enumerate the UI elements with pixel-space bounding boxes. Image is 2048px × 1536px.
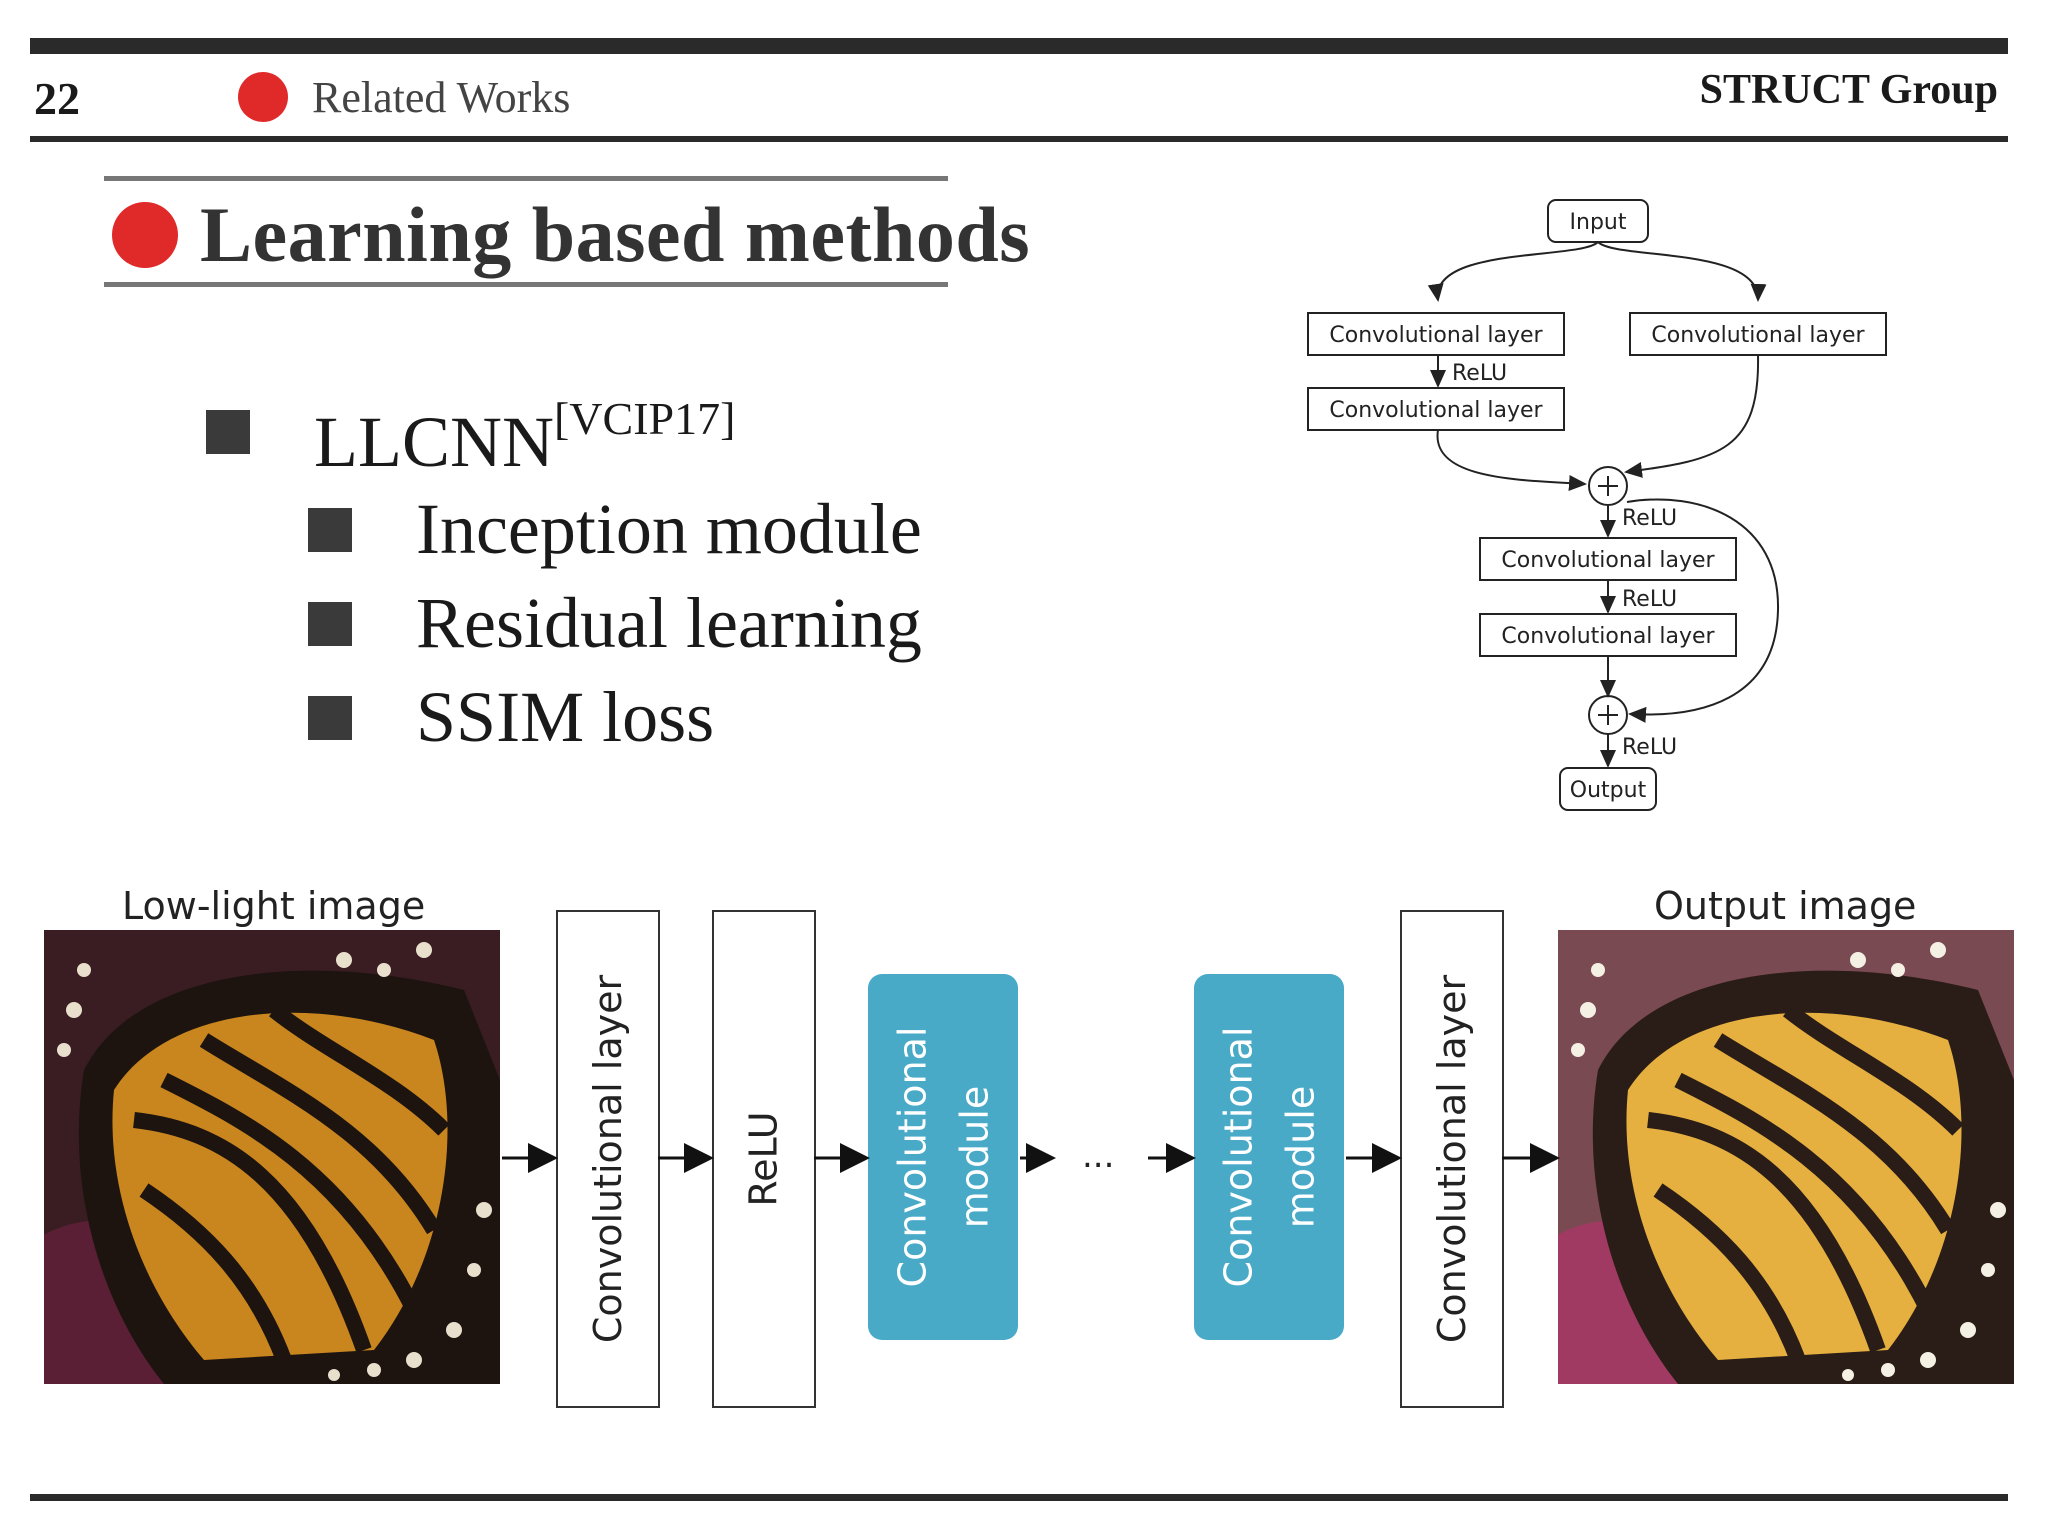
section-label: Related Works <box>312 73 571 122</box>
relu-label: ReLU <box>1622 735 1677 760</box>
top-bar <box>30 38 2008 54</box>
conv-module-block: Convolutional module <box>1194 974 1344 1340</box>
header-underline <box>30 136 2008 142</box>
bullet-llcnn-label: LLCNN <box>314 402 554 482</box>
conv-layer-label: Convolutional layer <box>1501 624 1715 649</box>
conv-module-block: Convolutional module <box>868 974 1018 1340</box>
sub-bullet-square-icon <box>308 602 352 646</box>
conv-layer-label: Convolutional layer <box>1501 548 1715 573</box>
bullet-square-icon <box>206 410 250 454</box>
title-bottom-rule <box>104 282 948 287</box>
sub-bullet-item: SSIM loss <box>416 677 715 757</box>
ellipsis: ... <box>1082 1136 1115 1176</box>
output-image <box>1558 930 2014 1384</box>
slide-title: Learning based methods <box>200 191 1031 278</box>
relu-label: ReLU <box>1622 587 1677 612</box>
bullet-llcnn-ref: [VCIP17] <box>553 393 736 444</box>
relu-label: ReLU <box>1452 361 1507 386</box>
sub-bullet-item: Residual learning <box>416 583 922 663</box>
output-caption: Output image <box>1654 884 1917 928</box>
group-name: STRUCT Group <box>1699 67 1998 113</box>
conv-layer-label: Convolutional layer <box>1651 323 1865 348</box>
input-label: Input <box>1570 210 1627 235</box>
output-label: Output <box>1570 778 1647 803</box>
conv-layer-label: Convolutional layer <box>1329 323 1543 348</box>
title-dot-icon <box>112 202 178 268</box>
bullet-llcnn: LLCNN[VCIP17] <box>314 392 735 484</box>
conv-layer-label: Convolutional layer <box>1329 398 1543 423</box>
sub-bullet-square-icon <box>308 696 352 740</box>
low-light-caption: Low-light image <box>122 884 426 928</box>
section-dot-icon <box>238 72 288 122</box>
conv-layer-box <box>1307 387 1565 431</box>
pipeline-arrows <box>502 1143 1560 1173</box>
bottom-bar <box>30 1494 2008 1501</box>
output-box <box>1559 767 1657 811</box>
slide-number: 22 <box>34 73 80 124</box>
low-light-image <box>44 930 500 1384</box>
sub-bullet-square-icon <box>308 508 352 552</box>
sub-bullet-item: Inception module <box>416 489 922 569</box>
title-top-rule <box>104 176 948 181</box>
conv-layer-box <box>1307 312 1565 356</box>
relu-label: ReLU <box>1622 506 1677 531</box>
architecture-diagram: Input Convolutional layer ReLU Convoluti… <box>1307 199 1887 811</box>
